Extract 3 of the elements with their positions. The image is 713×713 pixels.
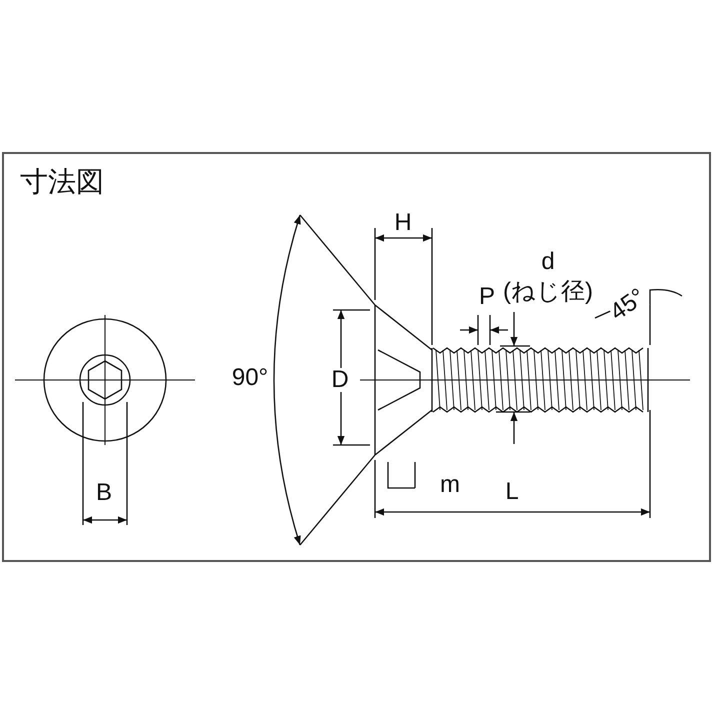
dimension-label: D [331, 368, 349, 392]
dimension-label: (ねじ径) [503, 280, 593, 304]
title: 寸法図 [20, 168, 104, 196]
